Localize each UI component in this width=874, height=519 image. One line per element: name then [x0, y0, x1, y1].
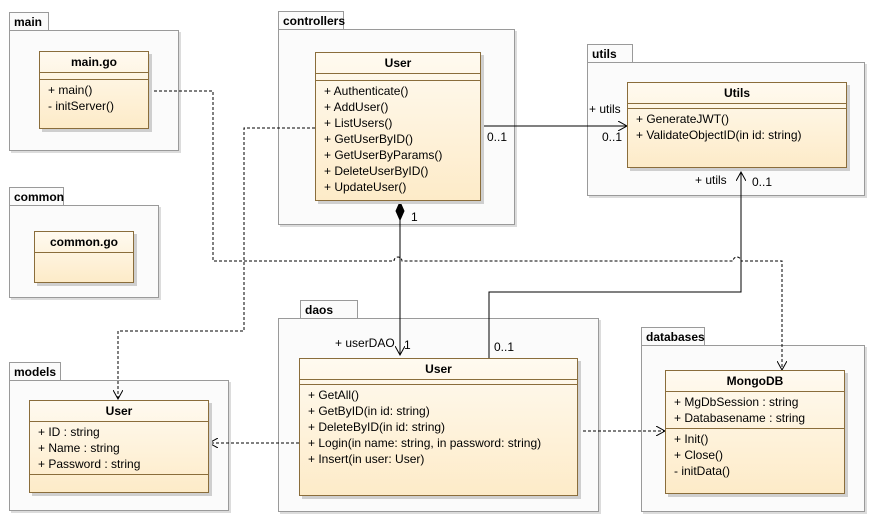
class-utils-operations: + GenerateJWT() + ValidateObjectID(in id… [628, 109, 846, 145]
operation: + GetByID(in id: string) [308, 404, 430, 418]
class-daos-user-attributes [300, 380, 577, 385]
package-daos-tab: daos [300, 300, 358, 318]
operation: + AddUser() [324, 100, 389, 114]
class-models-user-attributes: + ID : string + Name : string + Password… [30, 422, 208, 475]
daos-utils-multiplicity: 0..1 [752, 175, 773, 189]
composition-multiplicity: 1 [411, 210, 418, 224]
class-controllers-user[interactable]: User + Authenticate() + AddUser() + List… [315, 52, 481, 201]
operation: + Login(in name: string, in password: st… [308, 436, 542, 450]
userdao-role-label: + userDAO [335, 336, 395, 350]
operation: + GetAll() [308, 388, 360, 402]
class-main-go-name: main.go [40, 52, 148, 73]
class-controllers-user-operations: + Authenticate() + AddUser() + ListUsers… [316, 81, 480, 197]
operation: + Init() [674, 432, 709, 446]
class-models-user-operations [30, 475, 208, 483]
controllers-utils-dst-multiplicity: 0..1 [602, 130, 623, 144]
package-utils-tab: utils [587, 44, 633, 62]
class-daos-user-name: User [300, 359, 577, 380]
operation: + GetUserByID() [324, 132, 414, 146]
operation: + UpdateUser() [324, 180, 407, 194]
class-utils-name: Utils [628, 83, 846, 104]
operation: + GenerateJWT() [636, 112, 730, 126]
attribute: + Name : string [38, 441, 120, 455]
package-models-tab: models [9, 362, 61, 380]
class-common-go-name: common.go [35, 232, 133, 253]
class-utils[interactable]: Utils + GenerateJWT() + ValidateObjectID… [627, 82, 847, 168]
class-mongodb-attributes: + MgDbSession : string + Databasename : … [666, 392, 844, 429]
operation: + Authenticate() [324, 84, 409, 98]
class-common-go-attributes [35, 253, 133, 261]
daos-utils-src-multiplicity: 0..1 [494, 340, 515, 354]
userdao-multiplicity: 1 [404, 338, 411, 352]
attribute: + MgDbSession : string [674, 395, 799, 409]
class-mongodb-operations: + Init() + Close() - initData() [666, 429, 844, 481]
class-utils-attributes [628, 104, 846, 109]
class-controllers-user-name: User [316, 53, 480, 74]
daos-utils-role-label: + utils [695, 173, 727, 187]
class-models-user[interactable]: User + ID : string + Name : string + Pas… [29, 400, 209, 493]
attribute: + Password : string [38, 457, 141, 471]
operation: - initData() [674, 464, 731, 478]
attribute: + ID : string [38, 425, 100, 439]
operation: + main() [48, 83, 93, 97]
class-controllers-user-attributes [316, 74, 480, 81]
operation: + DeleteUserByID() [324, 164, 429, 178]
operation: + ValidateObjectID(in id: string) [636, 128, 802, 142]
controllers-utils-src-multiplicity: 0..1 [487, 130, 508, 144]
class-common-go[interactable]: common.go [34, 231, 134, 283]
package-common-tab: common [9, 187, 64, 205]
attribute: + Databasename : string [674, 411, 806, 425]
class-main-go-attributes [40, 73, 148, 80]
class-mongodb-name: MongoDB [666, 371, 844, 392]
operation: + ListUsers() [324, 116, 393, 130]
class-main-go[interactable]: main.go + main() - initServer() [39, 51, 149, 129]
package-controllers-tab: controllers [278, 11, 345, 29]
class-daos-user-operations: + GetAll() + GetByID(in id: string) + De… [300, 385, 577, 469]
operation: + Close() [674, 448, 724, 462]
operation: + Insert(in user: User) [308, 452, 425, 466]
class-mongodb[interactable]: MongoDB + MgDbSession : string + Databas… [665, 370, 845, 494]
controllers-utils-role-label: + utils [589, 102, 621, 116]
operation: + DeleteByID(in id: string) [308, 420, 446, 434]
package-databases-tab: databases [641, 327, 705, 345]
class-daos-user[interactable]: User + GetAll() + GetByID(in id: string)… [299, 358, 578, 496]
class-main-go-operations: + main() - initServer() [40, 80, 148, 116]
operation: - initServer() [48, 99, 115, 113]
package-main-tab: main [9, 12, 49, 30]
class-models-user-name: User [30, 401, 208, 422]
operation: + GetUserByParams() [324, 148, 443, 162]
